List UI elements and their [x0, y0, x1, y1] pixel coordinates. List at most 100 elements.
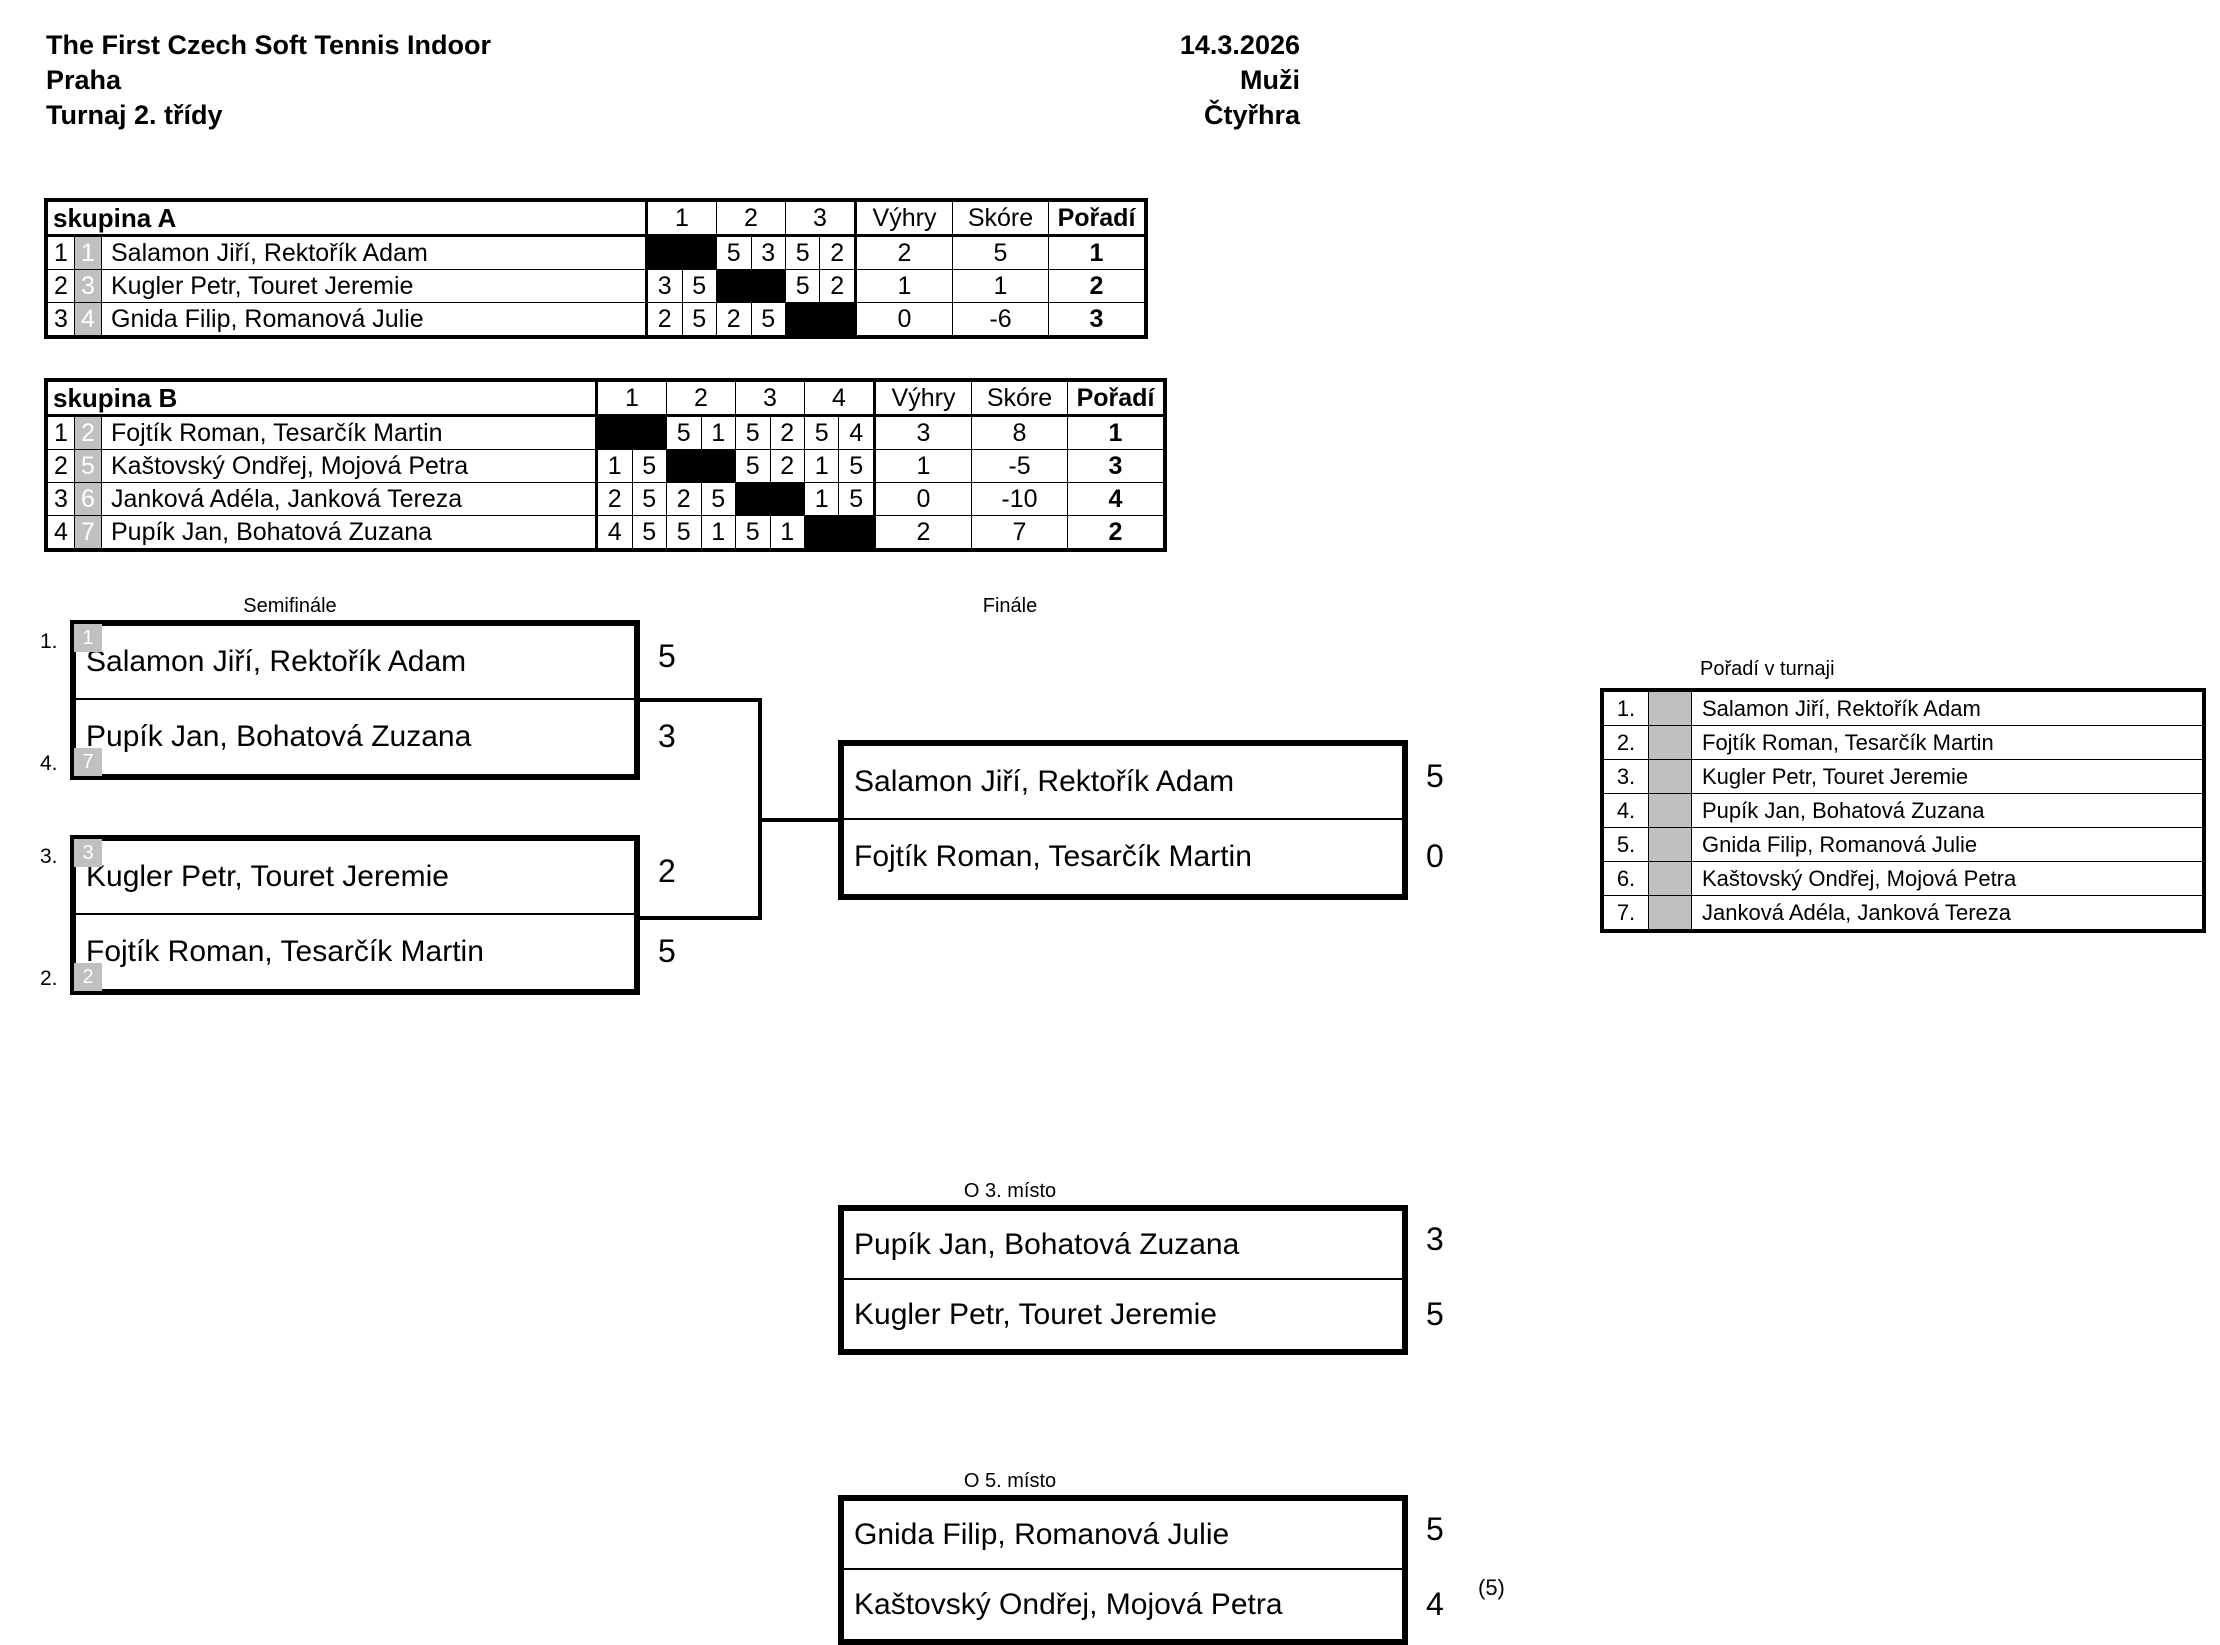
final-label: Finále: [982, 595, 1038, 617]
match-score-opp: 5: [750, 302, 786, 336]
diagonal-block: [785, 302, 856, 336]
row-index: 2: [47, 449, 75, 483]
tournament-discipline: Čtyřhra: [1203, 100, 1300, 130]
bracket-player-name: Salamon Jiří, Rektořík Adam: [854, 765, 1235, 798]
standings-position: 1.: [1603, 691, 1649, 726]
standings-row: 1.Salamon Jiří, Rektořík Adam: [1603, 691, 2203, 726]
row-seed: 3: [74, 269, 102, 303]
bracket-score-top: 2: [658, 853, 676, 889]
bracket-player-name: Kaštovský Ondřej, Mojová Petra: [854, 1587, 1283, 1621]
row-seed: 4: [74, 302, 102, 336]
seed-badge: 3: [74, 839, 102, 867]
bracket-player-name: Fojtík Roman, Tesarčík Martin: [854, 840, 1252, 873]
standings-player-name: Fojtík Roman, Tesarčík Martin: [1691, 725, 2203, 760]
opponent-col-header-2: 2: [716, 201, 786, 237]
stat-header-0: Výhry: [873, 381, 972, 417]
match-score-own: 5: [784, 235, 821, 270]
stat-header-1: Skóre: [952, 201, 1049, 237]
row-seed: 1: [74, 235, 102, 270]
standings-color-cell: [1648, 793, 1692, 828]
tournament-class: Turnaj 2. třídy: [46, 100, 223, 130]
connector-sf-vertical: [758, 698, 762, 920]
header-left-block: The First Czech Soft Tennis Indoor Praha…: [46, 28, 491, 133]
row-seed: 6: [74, 482, 102, 516]
bracket-score-top: 5: [1426, 758, 1444, 794]
diagonal-block: [595, 415, 667, 450]
bracket-player-name: Pupík Jan, Bohatová Zuzana: [86, 720, 472, 753]
bracket-seed-rank: 1.: [40, 630, 58, 653]
standings-position: 7.: [1603, 895, 1649, 930]
row-index: 4: [47, 515, 75, 549]
match-score-opp: 5: [838, 482, 875, 516]
row-index: 3: [47, 302, 75, 336]
row-rank: 2: [1067, 515, 1164, 549]
opponent-col-header-4: 4: [804, 381, 875, 417]
match-score-own: 5: [716, 235, 752, 270]
row-seed: 2: [74, 415, 102, 450]
match-score-opp: 5: [838, 449, 875, 483]
stat-header-2: Pořadí: [1067, 381, 1164, 417]
match-score-own: 2: [595, 482, 633, 516]
standings-color-cell: [1648, 725, 1692, 760]
match-score-opp: 4: [838, 415, 875, 450]
standings-row: 2.Fojtík Roman, Tesarčík Martin: [1603, 725, 2203, 760]
standings-title: Pořadí v turnaji: [1700, 658, 1835, 680]
row-score: -6: [952, 302, 1049, 336]
row-wins: 3: [873, 415, 972, 450]
match-score-opp: 1: [769, 515, 805, 549]
row-score: 1: [952, 269, 1049, 303]
tournament-title: The First Czech Soft Tennis Indoor: [46, 30, 492, 60]
match-score-own: 5: [735, 415, 771, 450]
row-seed: 5: [74, 449, 102, 483]
row-rank: 1: [1048, 235, 1145, 270]
standings-position: 4.: [1603, 793, 1649, 828]
standings-position: 6.: [1603, 861, 1649, 896]
opponent-col-header-2: 2: [666, 381, 736, 417]
match-score-opp: 5: [631, 515, 668, 549]
row-rank: 3: [1048, 302, 1145, 336]
diagonal-block: [645, 235, 717, 270]
row-rank: 2: [1048, 269, 1145, 303]
bracket-seed-rank: 4.: [40, 752, 58, 775]
standings-row: 3. Kugler Petr, Touret Jeremie: [1603, 759, 2203, 794]
standings-player-name: Kugler Petr, Touret Jeremie: [1691, 759, 2203, 794]
match-score-own: 2: [645, 302, 683, 336]
row-rank: 4: [1067, 482, 1164, 516]
bracket-slot-top: Salamon Jiří, Rektořík Adam: [844, 746, 1402, 820]
bracket-score-bottom: 4: [1426, 1585, 1444, 1622]
row-index: 1: [47, 415, 75, 450]
bracket-score-bottom: 3: [658, 718, 676, 754]
match-score-opp: 5: [631, 449, 668, 483]
standings-position: 5.: [1603, 827, 1649, 862]
diagonal-block: [735, 482, 805, 516]
row-wins: 0: [873, 482, 972, 516]
diagonal-block: [666, 449, 736, 483]
match-score-opp: 2: [769, 449, 805, 483]
bracket-slot-bottom: Kaštovský Ondřej, Mojová Petra: [844, 1570, 1402, 1639]
stat-header-2: Pořadí: [1048, 201, 1145, 237]
standings-player-name: Gnida Filip, Romanová Julie: [1691, 827, 2203, 862]
fifth-place-note: (5): [1478, 1575, 1505, 1600]
bracket-player-name: Fojtík Roman, Tesarčík Martin: [86, 935, 484, 968]
match-score-own: 1: [803, 482, 840, 516]
opponent-col-header-3: 3: [735, 381, 805, 417]
bracket-player-name: Gnida Filip, Romanová Julie: [854, 1517, 1230, 1551]
match-score-own: 1: [595, 449, 633, 483]
standings-color-cell: [1648, 759, 1692, 794]
standings-position: 3.: [1603, 759, 1649, 794]
row-player-name: Kaštovský Ondřej, Mojová Petra: [101, 449, 597, 483]
match-score-own: 5: [803, 415, 840, 450]
